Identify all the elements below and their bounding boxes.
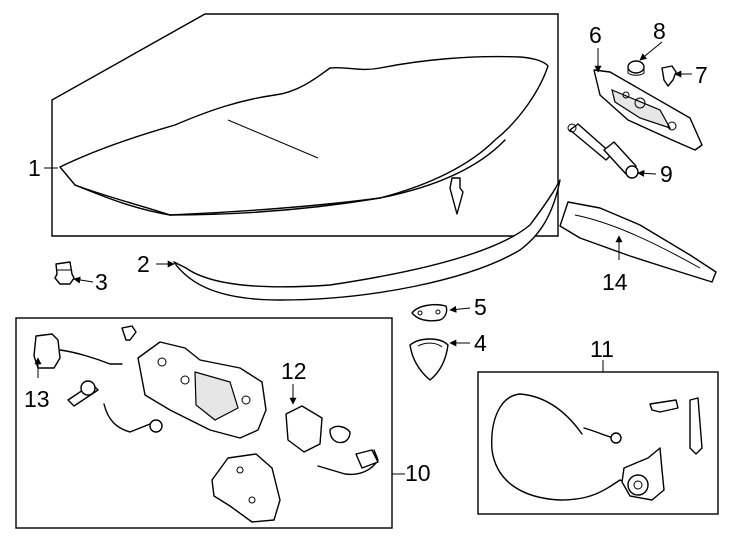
callout-13: 13 [24, 386, 50, 412]
callout-10: 10 [405, 460, 431, 486]
trunk-lid-frame [51, 13, 559, 237]
callout-8: 8 [653, 18, 666, 44]
sensor-12 [285, 405, 323, 453]
callout-6: 6 [589, 22, 602, 48]
bumper-part-3 [54, 261, 75, 285]
callout-12: 12 [281, 358, 307, 384]
callout-14: 14 [602, 269, 628, 295]
clip-part-7 [661, 65, 677, 87]
latch-assembly-part-10 [15, 317, 393, 529]
callout-4: 4 [474, 330, 487, 356]
cap-part-8 [627, 60, 645, 76]
hinge-part-6 [593, 69, 703, 151]
release-cable-part-11 [477, 371, 719, 515]
lid-clip [449, 177, 464, 215]
hinge-cover-part-14 [559, 201, 717, 283]
callout-7: 7 [695, 62, 708, 88]
callout-3: 3 [95, 269, 108, 295]
plate-part-5 [411, 304, 448, 322]
callout-11: 11 [590, 336, 614, 362]
callout-5: 5 [474, 294, 487, 320]
callout-1: 1 [28, 155, 41, 181]
striker [211, 453, 281, 523]
trunk-lid-part-1 [51, 13, 559, 237]
trunk-lid-panel [59, 55, 549, 216]
callout-9: 9 [660, 161, 673, 187]
release-rod [689, 397, 703, 455]
weatherstrip-part-2 [173, 179, 561, 301]
callout-leaders [34, 41, 692, 475]
gas-strut-part-9 [567, 123, 639, 179]
bumper-part-4 [409, 338, 449, 381]
callout-2: 2 [137, 251, 150, 277]
